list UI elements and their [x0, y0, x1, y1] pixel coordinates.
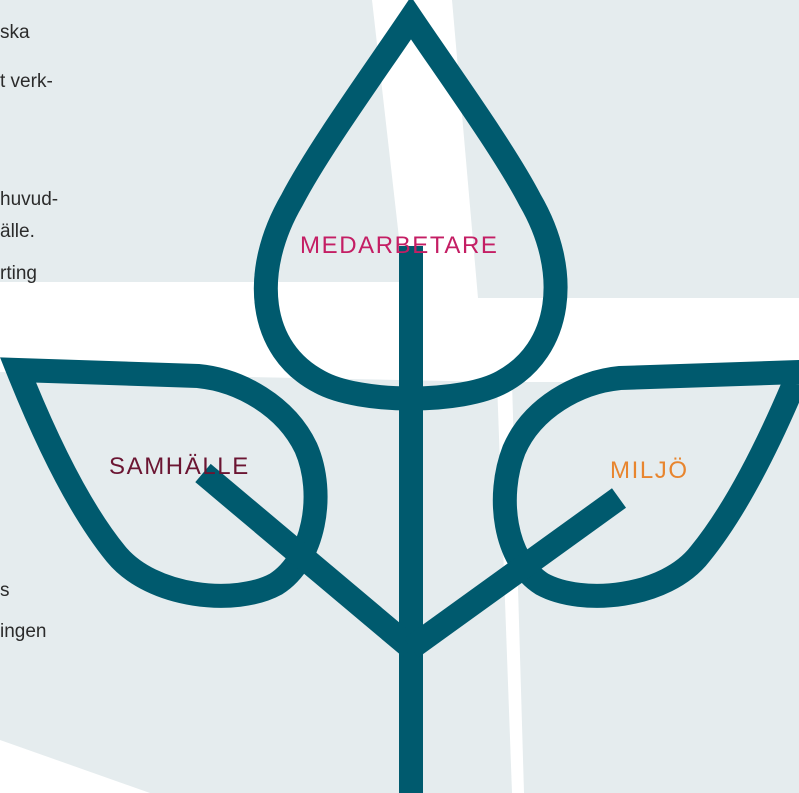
left-branch-line [195, 463, 419, 658]
text-fragment: ska [0, 22, 30, 43]
top-leaf-outline [253, 0, 568, 411]
label-miljo: MILJÖ [610, 457, 689, 484]
left-leaf-outline [0, 357, 328, 608]
text-fragment: ingen [0, 621, 47, 642]
panel-top-left [0, 0, 404, 282]
text-fragment: älle. [0, 221, 35, 242]
right-branch-line [403, 488, 627, 658]
label-medarbetare: MEDARBETARE [300, 232, 499, 259]
text-fragment: rting [0, 263, 37, 284]
text-fragment: t verk- [0, 71, 53, 92]
text-fragment: huvud- [0, 189, 59, 210]
label-samhalle: SAMHÄLLE [109, 453, 250, 480]
right-leaf-outline [492, 359, 799, 608]
text-fragment: s [0, 580, 10, 601]
